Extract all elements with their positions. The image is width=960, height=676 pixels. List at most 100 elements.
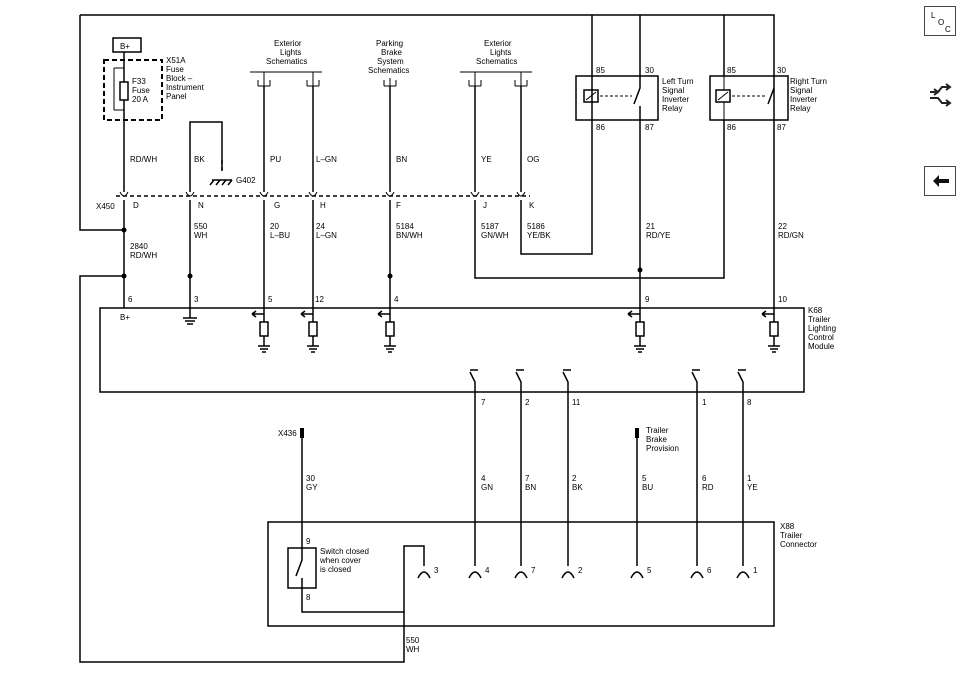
left-relay-coil-diag	[585, 91, 597, 101]
circuit-num-1: 550	[194, 222, 208, 231]
ref0-bracket	[250, 71, 322, 86]
circuit-num-3: 24	[316, 222, 325, 231]
bplus-label: B+	[120, 42, 130, 51]
k68-pin-4: 4	[394, 295, 399, 304]
g402-label: G402	[236, 176, 256, 185]
circuit-num-8: 22	[778, 222, 787, 231]
k68-pin-12: 12	[315, 295, 324, 304]
k68-outputs	[469, 369, 746, 392]
circuit-color-5: GN/WH	[481, 231, 509, 240]
x88-line1: Connector	[780, 540, 817, 549]
left-relay-line0: Left Turn	[662, 77, 694, 86]
circuit-color-4: BN/WH	[396, 231, 423, 240]
location-button[interactable]: L O C	[924, 6, 956, 36]
trailer-brake-line2: Provision	[646, 444, 679, 453]
x450-pin-n: N	[198, 201, 204, 210]
lower-wire-color-6: YE	[747, 483, 758, 492]
lower-wire-color-4: BU	[642, 483, 653, 492]
left-relay-pin86: 86	[596, 123, 605, 132]
x450-pin-f: F	[396, 201, 401, 210]
ref1-line0: Parking	[376, 39, 403, 48]
lower-wire-num-3: 2	[572, 474, 577, 483]
fuse-block-outline	[103, 59, 163, 121]
right-relay-line1: Signal	[790, 86, 812, 95]
lower-wire-num-0: 30	[306, 474, 315, 483]
svg-text:L: L	[931, 11, 936, 20]
trailer-brake-line1: Brake	[646, 435, 667, 444]
x88-sockets	[417, 571, 750, 579]
k68-inputs	[251, 308, 780, 353]
x88-pin-2: 2	[578, 566, 583, 575]
x88-pin-7: 7	[531, 566, 536, 575]
x450-pin-h: H	[320, 201, 326, 210]
ref2-connectors	[468, 80, 528, 87]
left-relay-contact	[633, 76, 641, 120]
circuit-color-1: WH	[194, 231, 208, 240]
upper-wire-color-3: L–GN	[316, 155, 337, 164]
ref1-line2: System	[377, 57, 404, 66]
ref0-line2: Schematics	[266, 57, 307, 66]
fuse-label-1: Fuse	[132, 86, 150, 95]
k68-pin-9: 9	[645, 295, 650, 304]
right-relay-pin86: 86	[727, 123, 736, 132]
x88-id: X88	[780, 522, 795, 531]
left-relay-line2: Inverter	[662, 95, 689, 104]
cover-switch-wiring	[295, 545, 425, 613]
bk-wire	[189, 121, 223, 192]
x88-pin-1: 1	[753, 566, 758, 575]
switch-line1: when cover	[319, 556, 361, 565]
lower-wire-color-0: GY	[306, 483, 318, 492]
back-button[interactable]	[924, 166, 956, 196]
lower-wire-num-6: 1	[747, 474, 752, 483]
fuse-block-line-1: Block –	[166, 74, 193, 83]
right-relay-coil	[715, 89, 731, 103]
circuit-num-2: 20	[270, 222, 279, 231]
x88-box	[267, 521, 775, 627]
right-relay-pin85: 85	[727, 66, 736, 75]
right-relay-pin30: 30	[777, 66, 786, 75]
circuit-color-0: RD/WH	[130, 251, 157, 260]
upper-wire-color-1: BK	[194, 155, 205, 164]
left-relay-box	[575, 75, 659, 121]
fuse-block-line-2: Instrument	[166, 83, 205, 92]
k68-pin-8: 8	[747, 398, 752, 407]
left-relay-pin87: 87	[645, 123, 654, 132]
x88-pin-5: 5	[647, 566, 652, 575]
k68-pin-6: 6	[128, 295, 133, 304]
left-relay-line1: Signal	[662, 86, 684, 95]
trailer-brake-line0: Trailer	[646, 426, 669, 435]
upper-wire-color-4: BN	[396, 155, 407, 164]
ref1-connector	[383, 78, 397, 87]
k68-line0: Trailer	[808, 315, 831, 324]
switch-pin-9: 9	[306, 537, 311, 546]
k68-ground-symbol	[183, 308, 197, 325]
x88-line0: Trailer	[780, 531, 803, 540]
connector-view-button[interactable]	[924, 80, 956, 110]
circuit-color-7: RD/YE	[646, 231, 670, 240]
g402-ground-symbol	[209, 179, 233, 186]
x88-pin-3: 3	[434, 566, 439, 575]
back-arrow-icon	[933, 175, 949, 187]
k68-module-box	[99, 307, 805, 393]
fuse-f33	[119, 81, 129, 101]
circuit-num-6: 5186	[527, 222, 545, 231]
circuit-num-5: 5187	[481, 222, 499, 231]
left-feed-wire	[79, 15, 124, 231]
right-relay-contact	[767, 87, 775, 105]
ref0-line1: Lights	[280, 48, 301, 57]
lower-wire-num-1: 4	[481, 474, 486, 483]
right-relay-line3: Relay	[790, 104, 810, 113]
circuit-color-3: L–GN	[316, 231, 337, 240]
lower-wires	[474, 392, 744, 566]
x450-label: X450	[96, 202, 115, 211]
bottom-wire-num: 550	[406, 636, 420, 645]
upper-wire-color-0: RD/WH	[130, 155, 157, 164]
right-relay-box	[709, 75, 789, 121]
x450-pin-symbols	[119, 191, 526, 197]
fuse-label-2: 20 A	[132, 95, 149, 104]
fuse-bracket	[113, 67, 124, 111]
x88-pin-6: 6	[707, 566, 712, 575]
right-relay-line2: Inverter	[790, 95, 817, 104]
left-relay-line3: Relay	[662, 104, 682, 113]
k68-pin-2: 2	[525, 398, 530, 407]
